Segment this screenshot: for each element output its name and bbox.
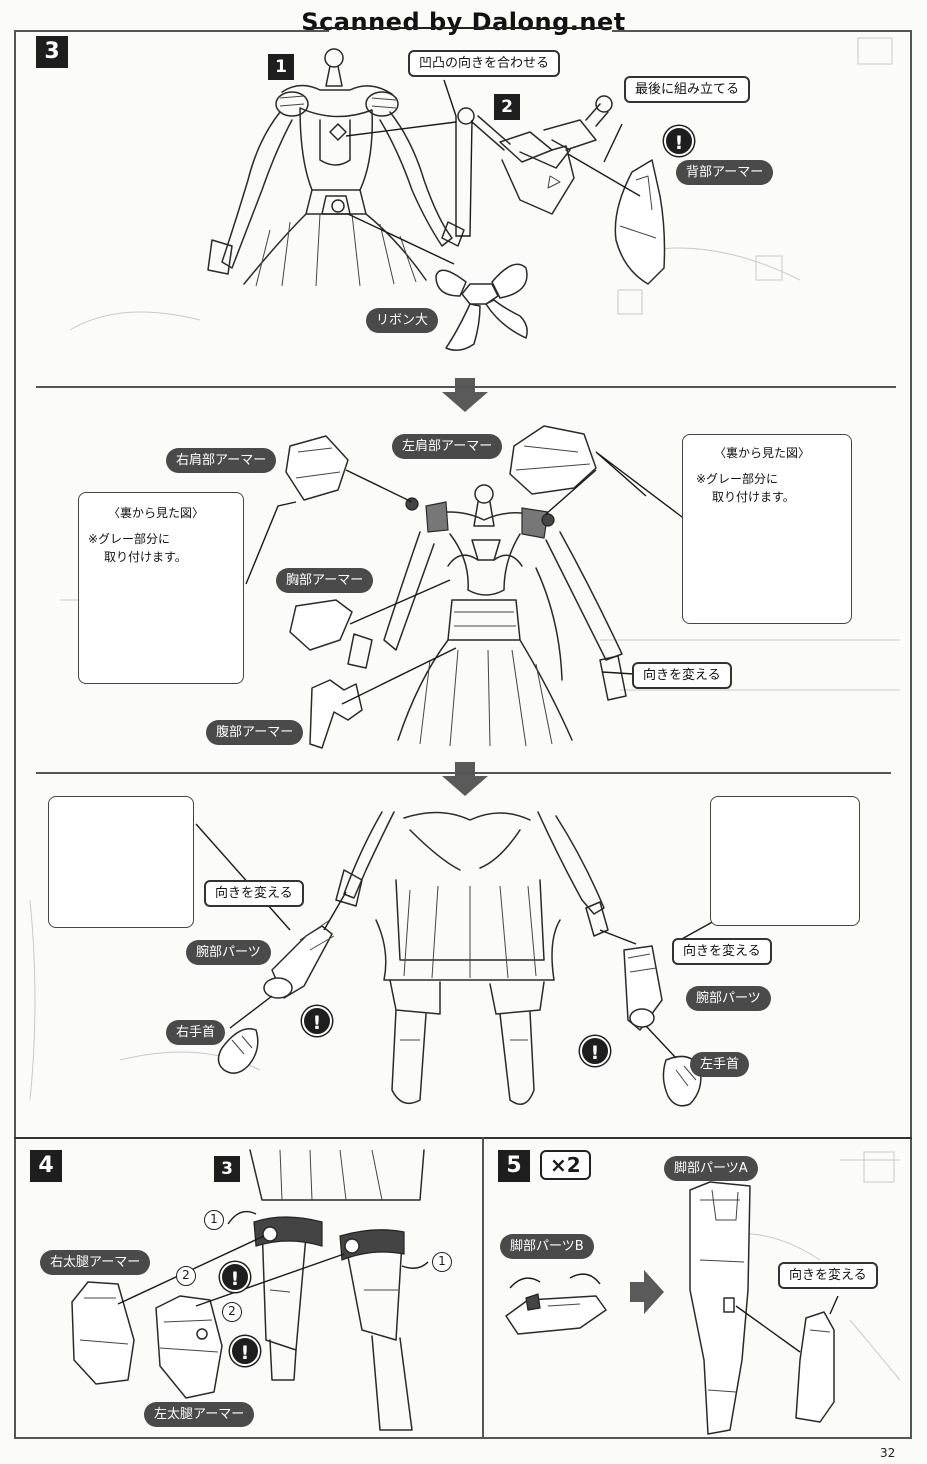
detail-title: 〈裏から見た図〉: [108, 506, 205, 520]
warning-icon: !: [302, 1006, 332, 1036]
frame-right: [910, 30, 912, 1438]
rotate-arrow-icon: [509, 1277, 541, 1289]
chest-armor-drawing: [289, 599, 353, 651]
detail-title: 〈裏から見た図〉: [714, 446, 811, 460]
detail-note: 取り付けます。: [104, 550, 187, 564]
label-right-thigh-armor: 右太腿アーマー: [40, 1250, 151, 1275]
callout-align-notches: 凹凸の向きを合わせる: [408, 50, 561, 77]
order-marker: 1: [204, 1210, 224, 1230]
watermark-strikethrough: [310, 27, 610, 29]
frame-left: [14, 30, 16, 1438]
label-arm-part: 腕部パーツ: [186, 940, 271, 965]
quantity-multiplier: ×2: [540, 1150, 591, 1180]
substep-number: 2: [494, 94, 520, 120]
detail-note: 取り付けます。: [712, 490, 795, 504]
warning-icon: !: [230, 1336, 260, 1366]
order-marker: 2: [222, 1302, 242, 1322]
left-shoulder-armor-drawing: [509, 425, 597, 495]
frame-top-right: [612, 30, 912, 32]
right-arm-part-drawing: [263, 919, 335, 999]
section-divider: [14, 1137, 912, 1139]
detail-note: ※グレー部分に: [88, 532, 171, 546]
label-left-thigh-armor: 左太腿アーマー: [144, 1402, 255, 1427]
step4-5-divider: [482, 1137, 484, 1439]
callout-change-direction: 向きを変える: [204, 880, 304, 907]
torso-front-drawing: [207, 48, 465, 287]
substep-number: 3: [214, 1156, 240, 1182]
detail-rotate-left: [48, 796, 194, 928]
label-chest-armor: 胸部アーマー: [276, 568, 374, 593]
detail-back-view-right: [682, 434, 852, 624]
back-armor-drawing: [614, 159, 666, 285]
divider-1: [36, 386, 896, 388]
callout-change-direction: 向きを変える: [632, 662, 732, 689]
thigh-figure-drawing: [249, 1149, 425, 1431]
substep-number: 1: [268, 54, 294, 80]
label-leg-part-b: 脚部パーツB: [500, 1234, 594, 1259]
connector-lines-low: [195, 823, 753, 1059]
detail-note: ※グレー部分に: [696, 472, 779, 486]
callout-change-direction: 向きを変える: [778, 1262, 878, 1289]
frame-top-left: [14, 30, 329, 32]
label-left-wrist: 左手首: [690, 1052, 750, 1077]
watermark: Scanned by Dalong.net: [301, 8, 626, 36]
label-right-shoulder-armor: 右肩部アーマー: [166, 448, 277, 473]
connector-lines-top: [345, 79, 641, 265]
callout-change-direction: 向きを変える: [672, 938, 772, 965]
right-wrist-drawing: [217, 1028, 259, 1074]
label-arm-part: 腕部パーツ: [686, 986, 771, 1011]
right-shoulder-armor-drawing: [285, 435, 349, 501]
warning-icon: !: [664, 126, 694, 156]
rotate-arrow-icon: [401, 1261, 429, 1269]
warning-icon: !: [220, 1262, 250, 1292]
order-marker: 2: [176, 1266, 196, 1286]
leg-part-insert-drawing: [795, 1311, 835, 1423]
frame-bottom: [14, 1437, 912, 1439]
abdomen-armor-drawing: [309, 679, 363, 749]
connector-lines-mid: [245, 451, 687, 705]
divider-2: [36, 772, 891, 774]
rotate-arrow-icon: [227, 1210, 257, 1225]
order-marker: 1: [432, 1252, 452, 1272]
leg-part-a-drawing: [689, 1181, 751, 1435]
mid-figure-drawing: [347, 484, 627, 747]
callout-assemble-last: 最後に組み立てる: [624, 76, 751, 103]
lower-figure-drawing: [335, 811, 609, 1105]
page-number: 32: [880, 1446, 896, 1460]
detail-back-view-left: [78, 492, 244, 684]
step-number: 3: [36, 36, 68, 68]
down-arrow-icon: [442, 762, 488, 796]
label-large-ribbon: リボン大: [366, 308, 439, 333]
right-arrow-icon: [630, 1270, 664, 1314]
label-right-wrist: 右手首: [166, 1020, 226, 1045]
left-arm-part-drawing: [623, 945, 663, 1031]
label-abdomen-armor: 腹部アーマー: [206, 720, 304, 745]
down-arrow-icon: [442, 378, 488, 412]
label-left-shoulder-armor: 左肩部アーマー: [392, 434, 503, 459]
step-number: 5: [498, 1150, 530, 1182]
label-back-armor: 背部アーマー: [676, 160, 774, 185]
left-thigh-armor-drawing: [155, 1295, 223, 1399]
label-leg-part-a: 脚部パーツA: [664, 1156, 758, 1181]
detail-rotate-right: [710, 796, 860, 926]
rotate-arrow-icon: [569, 1273, 601, 1285]
back-unit-drawing: [457, 95, 613, 215]
warning-icon: !: [580, 1036, 610, 1066]
step-number: 4: [30, 1150, 62, 1182]
connector-lines-step5: [735, 1295, 839, 1353]
ribbon-drawing: [435, 263, 528, 351]
bleed-through: [29, 37, 901, 1381]
leg-part-b-drawing: [505, 1273, 607, 1335]
right-thigh-armor-drawing: [71, 1281, 135, 1385]
thigh-band-drawings: [227, 1210, 429, 1269]
